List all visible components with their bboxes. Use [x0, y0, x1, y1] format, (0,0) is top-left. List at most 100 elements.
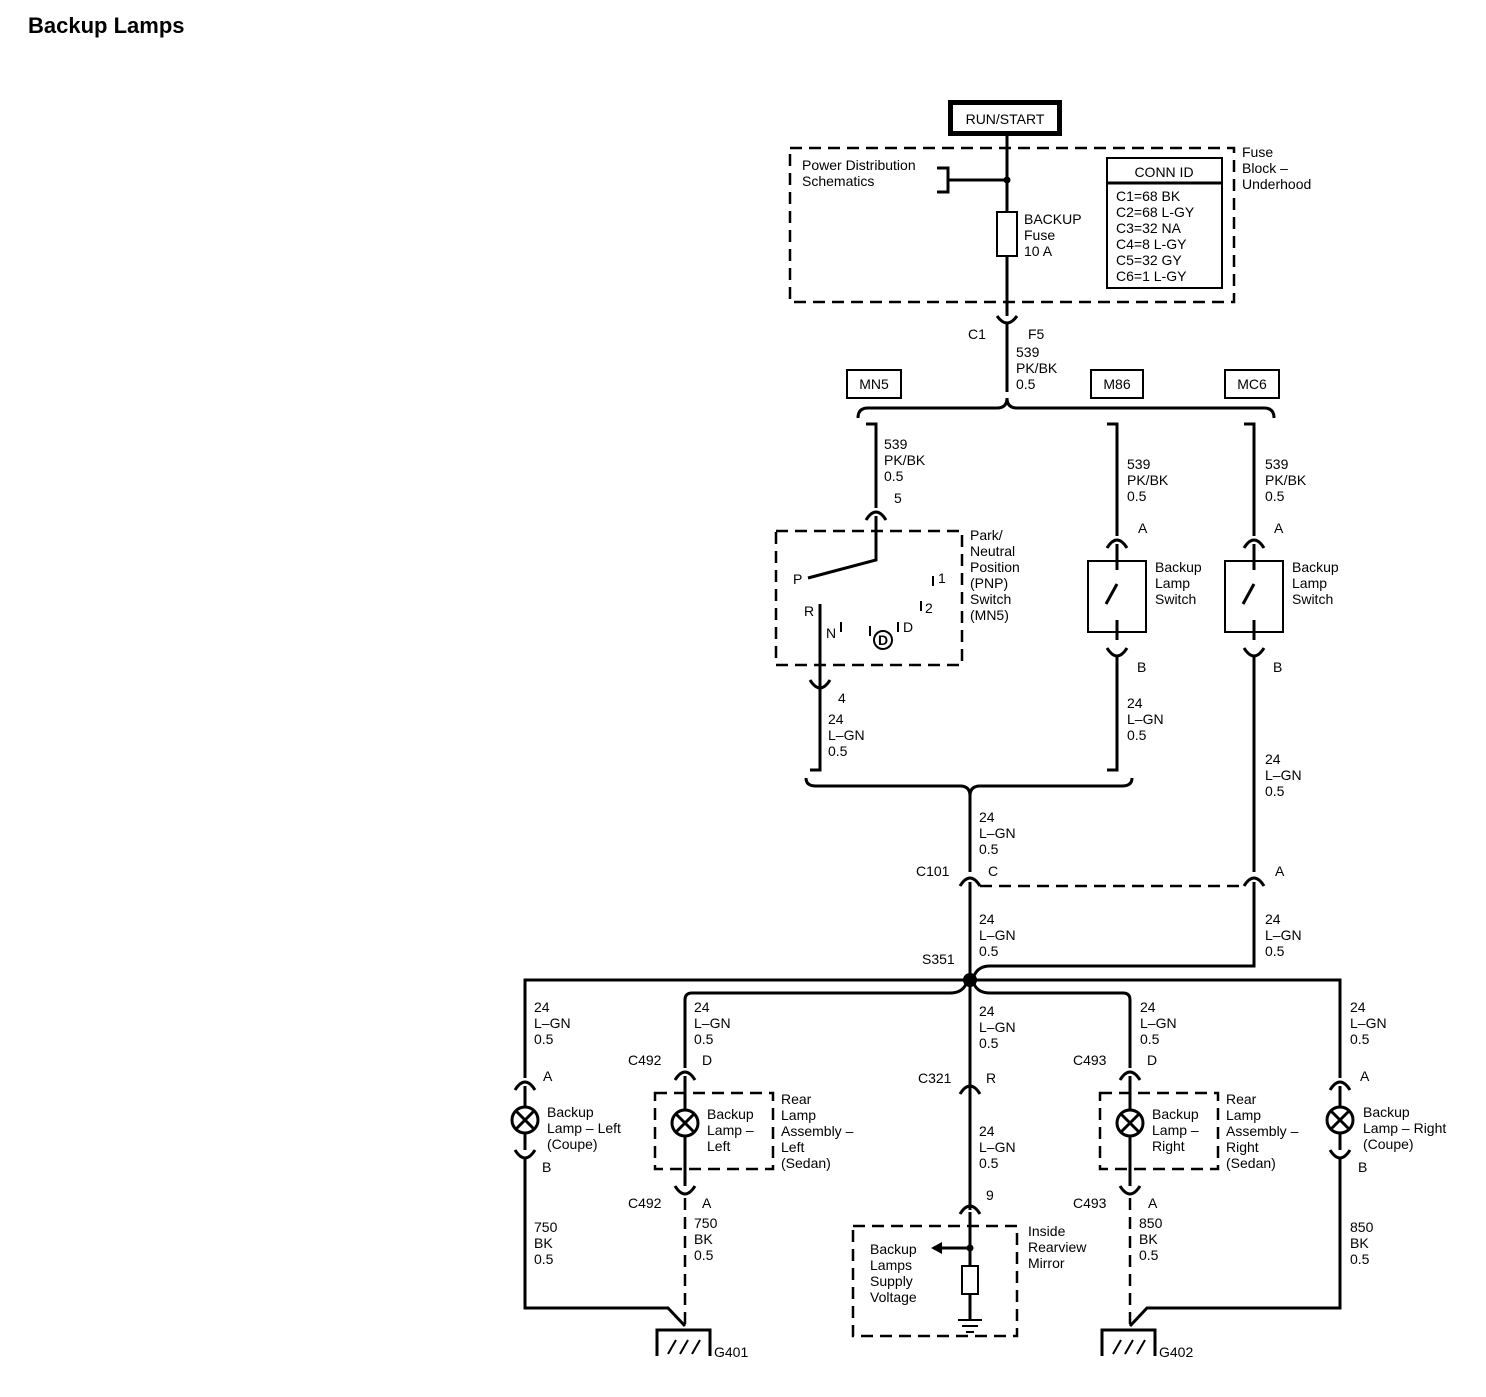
- mc6-switch-label: Lamp: [1292, 575, 1327, 591]
- c101-pin-c-connector: [958, 876, 982, 887]
- wire-label: 24: [828, 711, 844, 727]
- fuse-block-label-2: Block –: [1242, 160, 1288, 176]
- power-source-box-inner: [953, 105, 1057, 131]
- pnp-pos-1: 1: [938, 570, 946, 586]
- rear-lamp-left-label: (Sedan): [781, 1155, 831, 1171]
- right-coupe-pin-b-label: B: [1358, 1159, 1367, 1175]
- wire-label: BK: [534, 1235, 553, 1251]
- rear-lamp-right-label: Rear: [1226, 1091, 1257, 1107]
- mirror-resistor: [961, 1265, 979, 1295]
- right-coupe-lamp-bulb: [1325, 1105, 1355, 1135]
- wire-539-mc6: [1244, 422, 1256, 536]
- fuse-block-outline: [788, 146, 1236, 304]
- mirror-pin-label: 9: [986, 1187, 994, 1203]
- power-dist-line2: Schematics: [802, 173, 874, 189]
- mc6-pin-a-label: A: [1274, 520, 1284, 536]
- left-coupe-pin-a-label: A: [543, 1068, 553, 1084]
- wire-label: 24: [1350, 999, 1366, 1015]
- pnp-switch-outline: [774, 529, 964, 667]
- wire-label: L–GN: [1265, 767, 1302, 783]
- c101-label: C101: [916, 863, 950, 879]
- g401-label: G401: [714, 1344, 748, 1360]
- mc6-switch-label: Switch: [1292, 591, 1333, 607]
- g401-ground-symbol: [655, 1328, 712, 1356]
- left-coupe-lamp-cross: [514, 1109, 536, 1131]
- left-coupe-pin-a-connector: [513, 1080, 537, 1091]
- backup-fuse-symbol: [996, 211, 1018, 257]
- wire-850-right-coupe: [1128, 1158, 1342, 1328]
- wire-label: L–GN: [1140, 1015, 1177, 1031]
- g401-hatch: [667, 1339, 701, 1355]
- f5-label: F5: [1028, 326, 1045, 342]
- fuse-label-1: BACKUP: [1024, 211, 1082, 227]
- wire-label: 0.5: [1265, 943, 1285, 959]
- rear-lamp-left-label: Left: [781, 1139, 804, 1155]
- m86-switch-contact: [1104, 544, 1119, 640]
- wire-label: 0.5: [1139, 1247, 1159, 1263]
- fuse-label-2: Fuse: [1024, 227, 1055, 243]
- wire-label: L–GN: [979, 927, 1016, 943]
- mirror-supply-arrow: [931, 1242, 942, 1254]
- pnp-pos-2: 2: [925, 600, 933, 616]
- c493-bottom-connector: [1118, 1185, 1142, 1196]
- rear-lamp-left-outline: [653, 1091, 775, 1171]
- pnp-label: Switch: [970, 591, 1011, 607]
- wire-label: 24: [1265, 751, 1281, 767]
- wire-label: L–GN: [1265, 927, 1302, 943]
- mc6-pin-b-label: B: [1273, 659, 1282, 675]
- wire-label: L–GN: [979, 1019, 1016, 1035]
- conn-id-row: C3=32 NA: [1116, 220, 1182, 236]
- wire-label: 0.5: [979, 943, 999, 959]
- wire-24-m86: [1107, 656, 1119, 772]
- wire-label: 24: [979, 911, 995, 927]
- wire-label: L–GN: [694, 1015, 731, 1031]
- wire-label: L–GN: [1127, 711, 1164, 727]
- pnp-label: Park/: [970, 527, 1003, 543]
- wire-label: 0.5: [694, 1247, 714, 1263]
- g402-label: G402: [1159, 1344, 1193, 1360]
- left-sedan-label: Backup: [707, 1106, 754, 1122]
- c493-bottom-label: C493: [1073, 1195, 1107, 1211]
- pnp-pos-r: R: [804, 603, 814, 619]
- wire-label: 0.5: [1127, 727, 1147, 743]
- right-coupe-lamp-cross: [1329, 1109, 1351, 1131]
- mirror-ground-icon: [958, 1319, 982, 1333]
- diagram-title: Backup Lamps: [28, 13, 185, 38]
- wire-label: PK/BK: [1265, 472, 1307, 488]
- m86-pin-b-connector: [1105, 647, 1129, 658]
- mirror-label: Inside: [1028, 1223, 1066, 1239]
- m86-switch-label: Lamp: [1155, 575, 1190, 591]
- right-sedan-label: Lamp –: [1152, 1122, 1199, 1138]
- wire-label: 0.5: [979, 1035, 999, 1051]
- wire-label: 539: [884, 436, 908, 452]
- c321-label: C321: [918, 1070, 952, 1086]
- s351-label: S351: [922, 951, 955, 967]
- rear-lamp-right-label: Right: [1226, 1139, 1259, 1155]
- right-sedan-label: Right: [1152, 1138, 1185, 1154]
- wire-label: 0.5: [1350, 1031, 1370, 1047]
- mirror-outline: [851, 1224, 1019, 1338]
- left-coupe-label: Lamp – Left: [547, 1120, 621, 1136]
- left-sedan-lamp-cross: [674, 1112, 696, 1134]
- left-coupe-pin-b-label: B: [542, 1159, 551, 1175]
- pnp-label: (MN5): [970, 607, 1009, 623]
- wire-label: 850: [1350, 1219, 1374, 1235]
- c493-top-label: C493: [1073, 1052, 1107, 1068]
- c492-bottom-connector: [673, 1185, 697, 1196]
- option-box-mn5: [846, 369, 902, 399]
- right-coupe-pin-a-connector: [1328, 1080, 1352, 1091]
- c321-pin: R: [986, 1070, 996, 1086]
- c101-pin-c-label: C: [988, 863, 998, 879]
- wire-label: L–GN: [534, 1015, 571, 1031]
- option-brace-top: [856, 397, 1276, 419]
- c1-connector-symbol: [995, 315, 1019, 325]
- wire-label: PK/BK: [884, 452, 926, 468]
- wire-label: 0.5: [1265, 783, 1285, 799]
- pnp-pos-p: P: [793, 571, 802, 587]
- left-sedan-label: Left: [707, 1138, 730, 1154]
- wire-label: 24: [694, 999, 710, 1015]
- wire-label: L–GN: [1350, 1015, 1387, 1031]
- wire-label: 0.5: [979, 1155, 999, 1171]
- right-sedan-lamp-cross: [1119, 1112, 1141, 1134]
